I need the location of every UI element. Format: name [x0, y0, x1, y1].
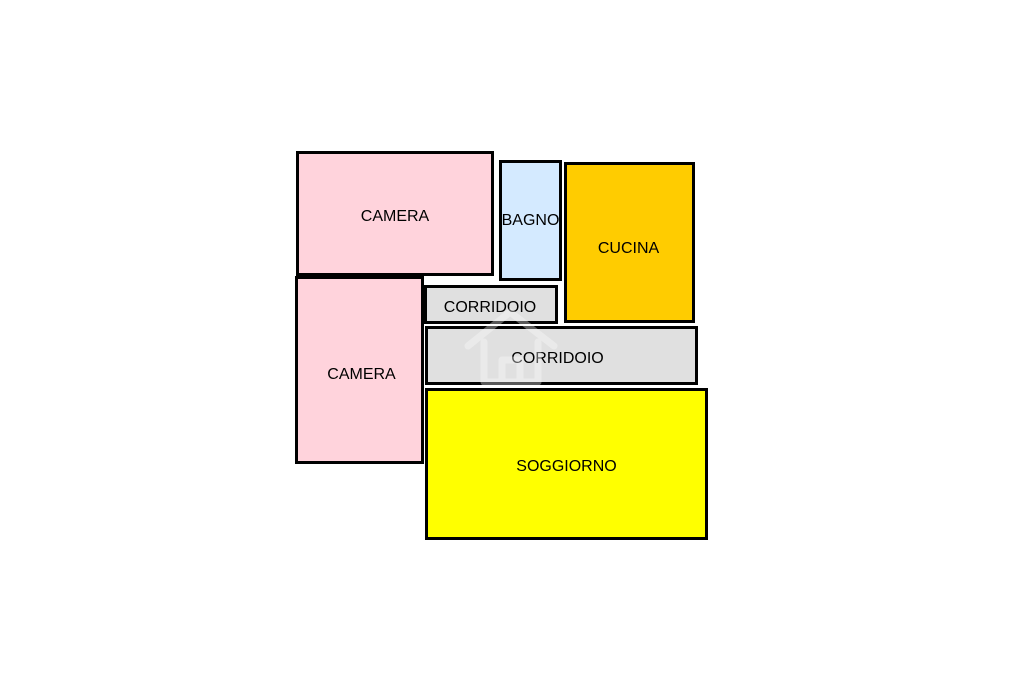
room-cucina: CUCINA — [564, 162, 695, 323]
room-label-corridoio: CORRIDOIO — [443, 298, 537, 316]
room-label-bagno: BAGNO — [501, 211, 560, 229]
room-label-cucina: CUCINA — [597, 239, 660, 257]
room-label-corridoio: CORRIDOIO — [511, 349, 604, 367]
room-label-soggiorno: SOGGIORNO — [516, 458, 617, 475]
room-corridoio-small: CORRIDOIO — [424, 285, 558, 324]
room-label-camera: CAMERA — [360, 207, 430, 225]
room-label-camera: CAMERA — [327, 366, 396, 383]
room-corridoio-large: CORRIDOIO — [425, 326, 698, 385]
room-soggiorno: SOGGIORNO — [425, 388, 708, 540]
room-bagno: BAGNO — [499, 160, 562, 281]
room-camera-top: CAMERA — [296, 151, 494, 276]
room-camera-bottom: CAMERA — [295, 276, 424, 464]
